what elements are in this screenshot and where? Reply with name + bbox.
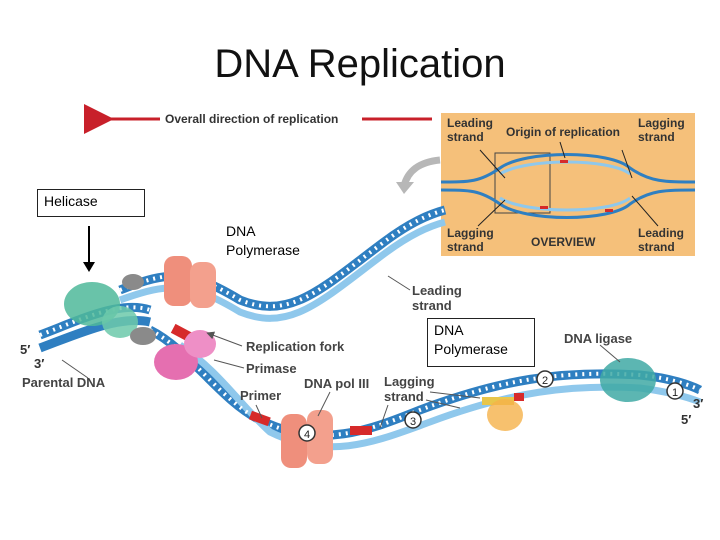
label-dna-pol-iii: DNA pol III: [304, 376, 370, 391]
ligase-shape: [600, 358, 656, 402]
helicase-pointer-arrow: [83, 226, 95, 272]
polymerase-callout-lower: DNA Polymerase: [427, 318, 535, 367]
topoisomerase-shape: [122, 274, 156, 345]
label-three-prime-right: 3′: [693, 396, 704, 411]
overview-inset: [440, 113, 696, 256]
helicase-callout: Helicase: [37, 189, 145, 217]
direction-label: Overall direction of replication: [165, 112, 338, 126]
label-primase: Primase: [246, 361, 297, 376]
label-replication-fork: Replication fork: [246, 339, 345, 354]
label-dna-ligase: DNA ligase: [564, 331, 633, 346]
overview-lagging-strand-bl: Lagging strand: [447, 226, 494, 254]
step-number-2: 2: [542, 375, 548, 387]
step-circle-2: 2: [536, 370, 554, 388]
overview-leading-strand-tl: Leading strand: [447, 116, 494, 144]
polymerase-callout-upper: DNA Polymerase: [226, 223, 300, 258]
overview-origin-label: Origin of replication: [506, 125, 621, 139]
label-parental-dna: Parental DNA: [22, 375, 106, 390]
small-primase-shape: [487, 399, 523, 431]
overview-word: OVERVIEW: [531, 235, 596, 249]
step-number-1: 1: [672, 387, 678, 399]
step-circle-4: 4: [298, 424, 316, 442]
page-title: DNA Replication: [214, 42, 506, 86]
helicase-shape: [64, 282, 138, 338]
step-number-4: 4: [304, 429, 310, 441]
step-number-3: 3: [410, 416, 416, 428]
label-three-prime-left: 3′: [34, 356, 45, 371]
label-primer: Primer: [240, 388, 282, 403]
label-leading-strand: Leading strand: [412, 283, 462, 313]
upper-polymerase-shape: [164, 256, 216, 308]
step-circle-3: 3: [404, 411, 422, 429]
label-lagging-strand: Lagging strand: [384, 374, 435, 404]
label-five-prime-left: 5′: [20, 342, 31, 357]
label-five-prime-right: 5′: [681, 412, 692, 427]
overview-leading-strand-br: Leading strand: [638, 226, 685, 254]
leader-lines: [61, 275, 621, 429]
overview-lagging-strand-tr: Lagging strand: [638, 116, 685, 144]
step-circle-1: 1: [666, 382, 684, 400]
